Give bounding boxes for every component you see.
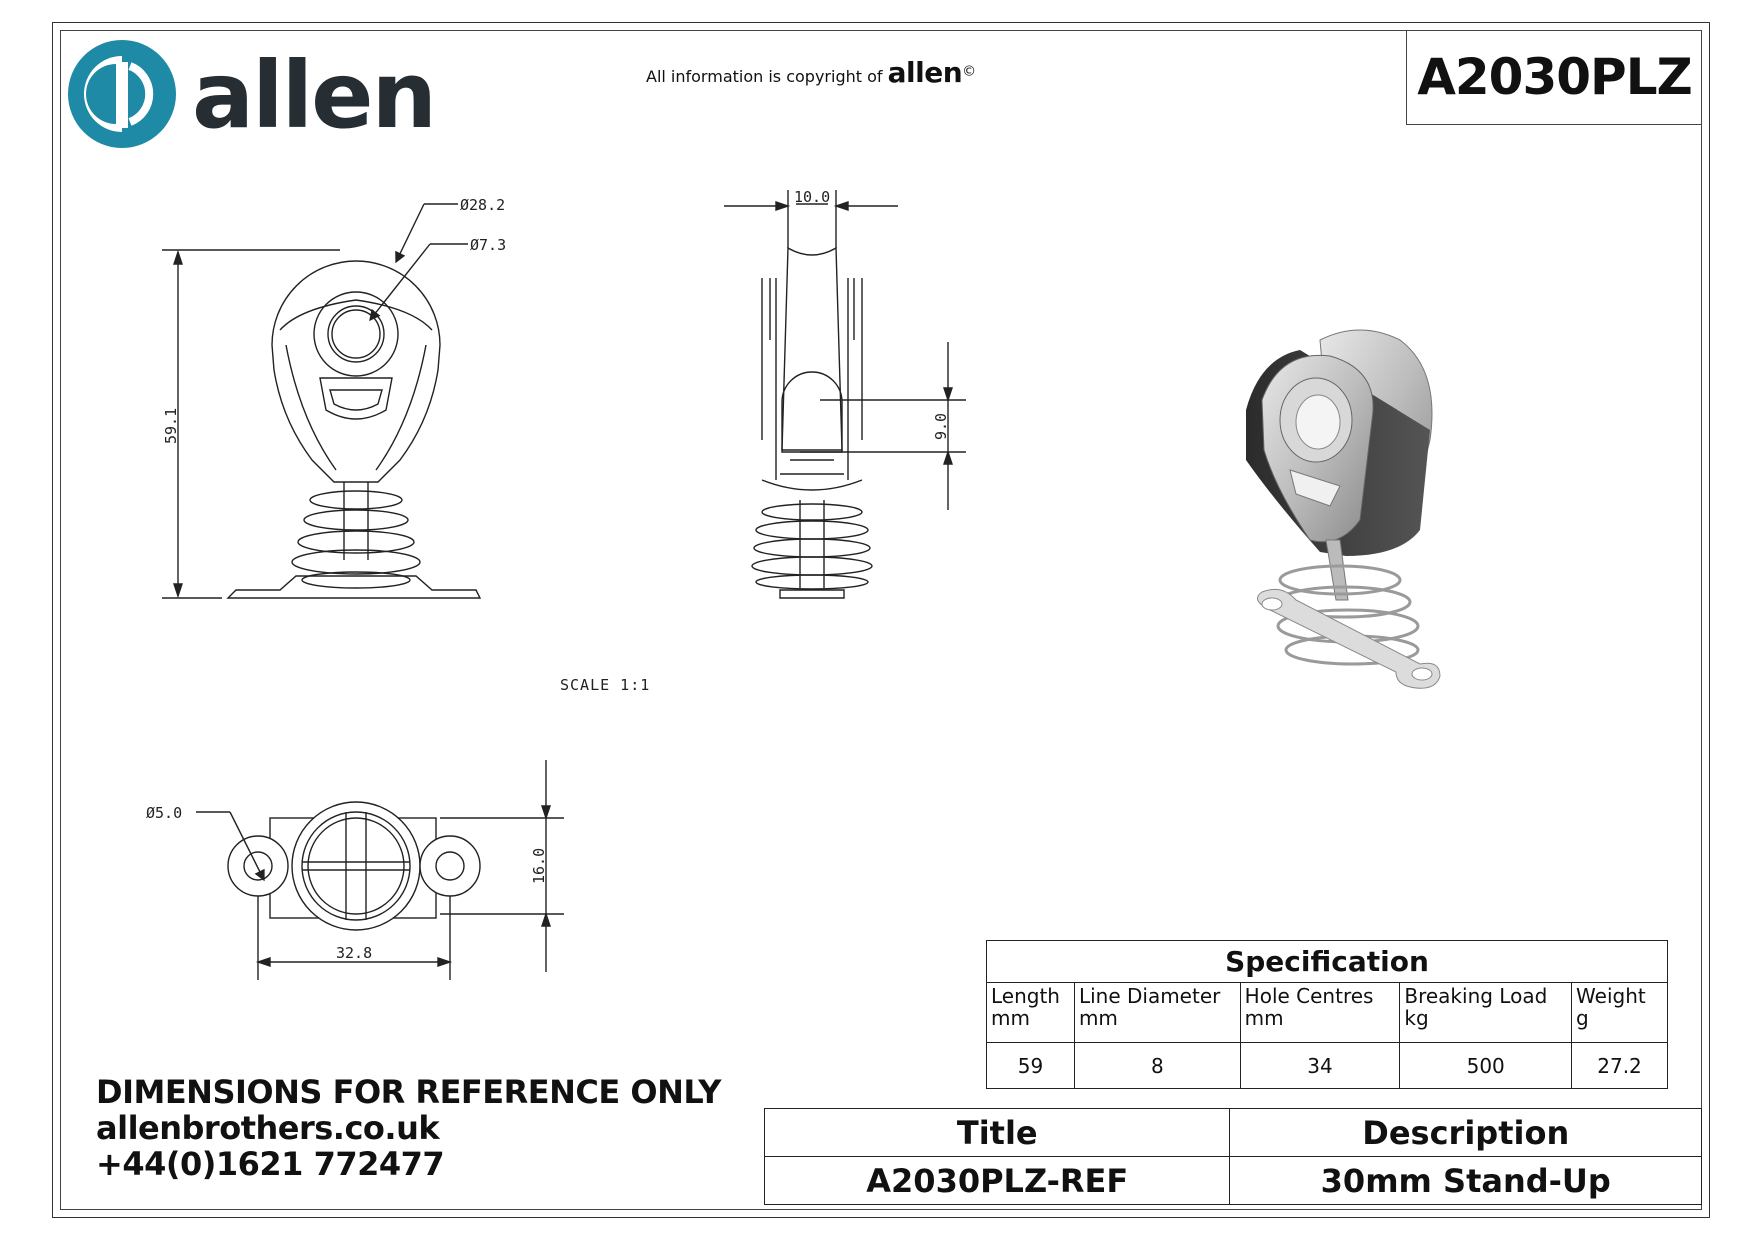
scale-label: SCALE 1:1	[560, 676, 651, 694]
part-number: A2030PLZ	[1406, 30, 1702, 125]
dim-hole-centres: 32.8	[336, 944, 372, 962]
dim-line-diameter: 9.0	[932, 413, 950, 440]
dim-outer-diameter: Ø28.2	[460, 196, 505, 214]
copyright-notice: All information is copyright of allen©	[646, 56, 976, 89]
dim-base-depth: 16.0	[530, 848, 548, 884]
dim-height: 59.1	[162, 408, 180, 444]
copyright-prefix: All information is copyright of	[646, 67, 883, 86]
copyright-symbol: ©	[962, 63, 977, 80]
description-value: 30mm Stand-Up	[1229, 1156, 1702, 1205]
title-block: Title Description A2030PLZ-REF 30mm Stan…	[763, 1108, 1702, 1205]
dim-side-width: 10.0	[794, 188, 830, 206]
spec-value-length: 59	[986, 1042, 1075, 1089]
spec-value-breaking-load: 500	[1399, 1042, 1573, 1089]
front-view	[162, 203, 482, 599]
title-value: A2030PLZ-REF	[763, 1156, 1231, 1205]
allen-logo: allen	[64, 36, 484, 156]
copyright-brand: allen	[887, 56, 963, 89]
dim-base-hole-diameter: Ø5.0	[146, 804, 182, 822]
drawing-border-outer	[52, 22, 1710, 1218]
footer-notes: DIMENSIONS FOR REFERENCE ONLY allenbroth…	[96, 1074, 721, 1182]
dim-hole-diameter: Ø7.3	[470, 236, 506, 254]
spec-value-row: 59 8 34 500 27.2	[986, 1042, 1668, 1089]
disclaimer-text: DIMENSIONS FOR REFERENCE ONLY	[96, 1073, 721, 1111]
spec-value-weight: 27.2	[1571, 1042, 1668, 1089]
website-text: allenbrothers.co.uk	[96, 1109, 440, 1147]
iso-view	[1246, 329, 1441, 689]
base-view	[196, 760, 564, 980]
side-view	[724, 190, 966, 599]
drawing-border-inner	[60, 30, 1702, 1210]
phone-text: +44(0)1621 772477	[96, 1145, 445, 1183]
description-label: Description	[1229, 1108, 1702, 1157]
allen-logo-word: allen	[192, 42, 437, 149]
specification-title: Specification	[986, 940, 1668, 983]
allen-logo-mark-icon	[68, 40, 176, 148]
spec-value-hole-centres: 34	[1239, 1042, 1401, 1089]
title-label: Title	[763, 1108, 1231, 1157]
spec-value-line-diameter: 8	[1073, 1042, 1241, 1089]
